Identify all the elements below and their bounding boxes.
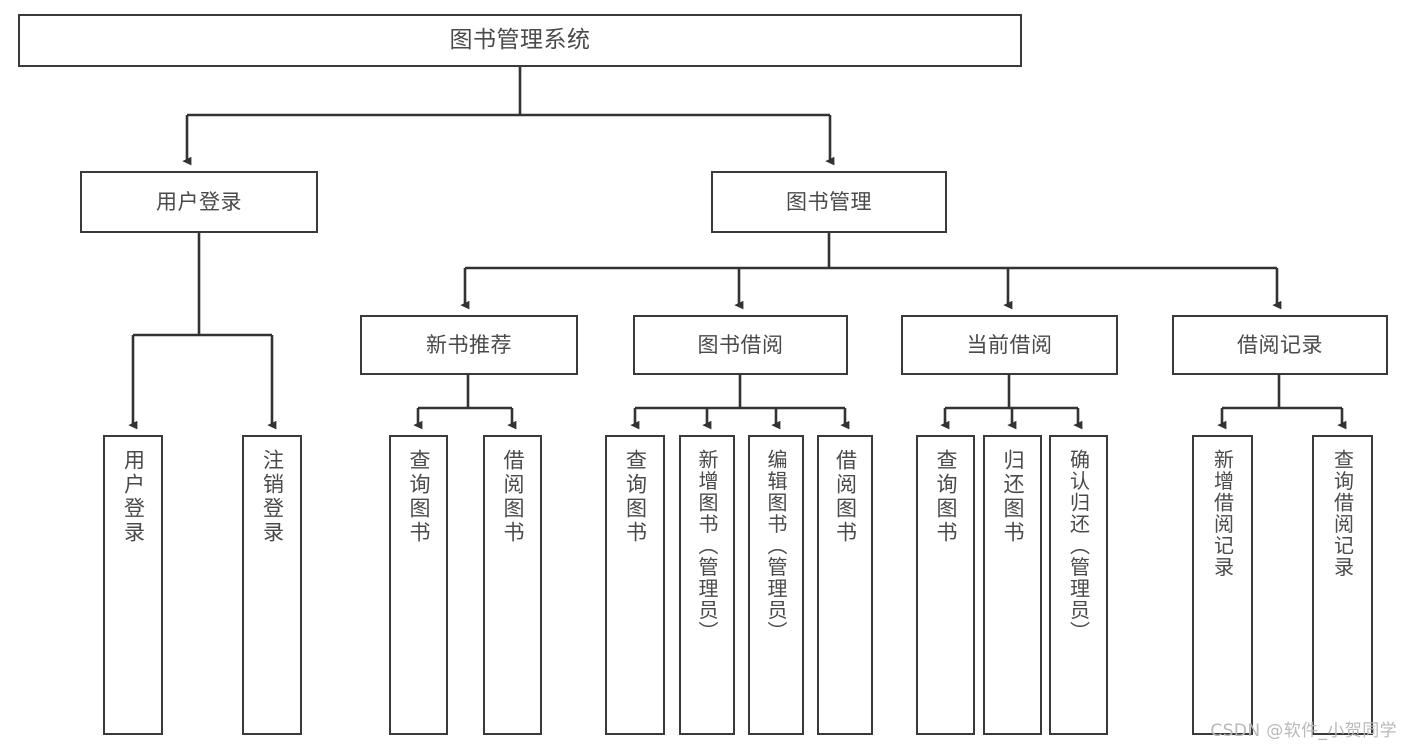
node-current-borrow[interactable]: 当前借阅 [901,315,1118,375]
node-label: 当前借阅 [966,332,1053,357]
leaf-book-borrow-edit-book-admin[interactable]: 编辑图书（管理员） [748,435,804,735]
node-label: 查询图书 [623,449,648,545]
node-label: 图书管理系统 [449,26,591,53]
node-user-login[interactable]: 用户登录 [80,171,318,233]
node-label: 新增图书（管理员） [695,449,719,643]
leaf-current-borrow-confirm-return-admin[interactable]: 确认归还（管理员） [1049,435,1108,735]
node-label: 图书管理 [786,189,872,214]
node-label: 归还图书 [1001,449,1025,545]
node-label: 新增借阅记录 [1210,449,1235,578]
node-root-book-management-system[interactable]: 图书管理系统 [18,14,1022,67]
node-label: 用户登录 [121,449,146,545]
leaf-user-login-login[interactable]: 用户登录 [103,435,163,735]
node-label: 查询借阅记录 [1330,449,1355,578]
node-label: 图书借阅 [697,332,784,357]
leaf-book-borrow-borrow-book[interactable]: 借阅图书 [817,435,873,735]
leaf-book-borrow-query-book[interactable]: 查询图书 [605,435,665,735]
leaf-borrow-record-add-record[interactable]: 新增借阅记录 [1192,435,1253,735]
node-book-borrow[interactable]: 图书借阅 [633,315,848,375]
leaf-current-borrow-return-book[interactable]: 归还图书 [983,435,1042,735]
node-label: 查询图书 [407,449,431,545]
leaf-borrow-record-query-record[interactable]: 查询借阅记录 [1312,435,1373,735]
csdn-watermark: CSDN @软件_小贺同学 [1210,721,1397,741]
leaf-new-book-borrow-book[interactable]: 借阅图书 [483,435,542,735]
leaf-new-book-query-book[interactable]: 查询图书 [389,435,448,735]
leaf-current-borrow-query-book[interactable]: 查询图书 [916,435,975,735]
node-label: 用户登录 [156,189,242,214]
node-label: 编辑图书（管理员） [764,449,788,643]
node-label: 借阅图书 [501,449,525,545]
node-label: 借阅记录 [1237,332,1323,357]
node-borrow-record[interactable]: 借阅记录 [1172,315,1388,375]
node-label: 借阅图书 [833,449,858,545]
leaf-user-login-logout[interactable]: 注销登录 [242,435,302,735]
node-label: 注销登录 [260,449,285,545]
leaf-book-borrow-add-book-admin[interactable]: 新增图书（管理员） [679,435,735,735]
node-label: 查询图书 [934,449,958,545]
node-new-book-recommend[interactable]: 新书推荐 [360,315,578,375]
node-label: 新书推荐 [426,332,512,357]
node-book-management[interactable]: 图书管理 [711,171,947,233]
node-label: 确认归还（管理员） [1066,449,1091,643]
